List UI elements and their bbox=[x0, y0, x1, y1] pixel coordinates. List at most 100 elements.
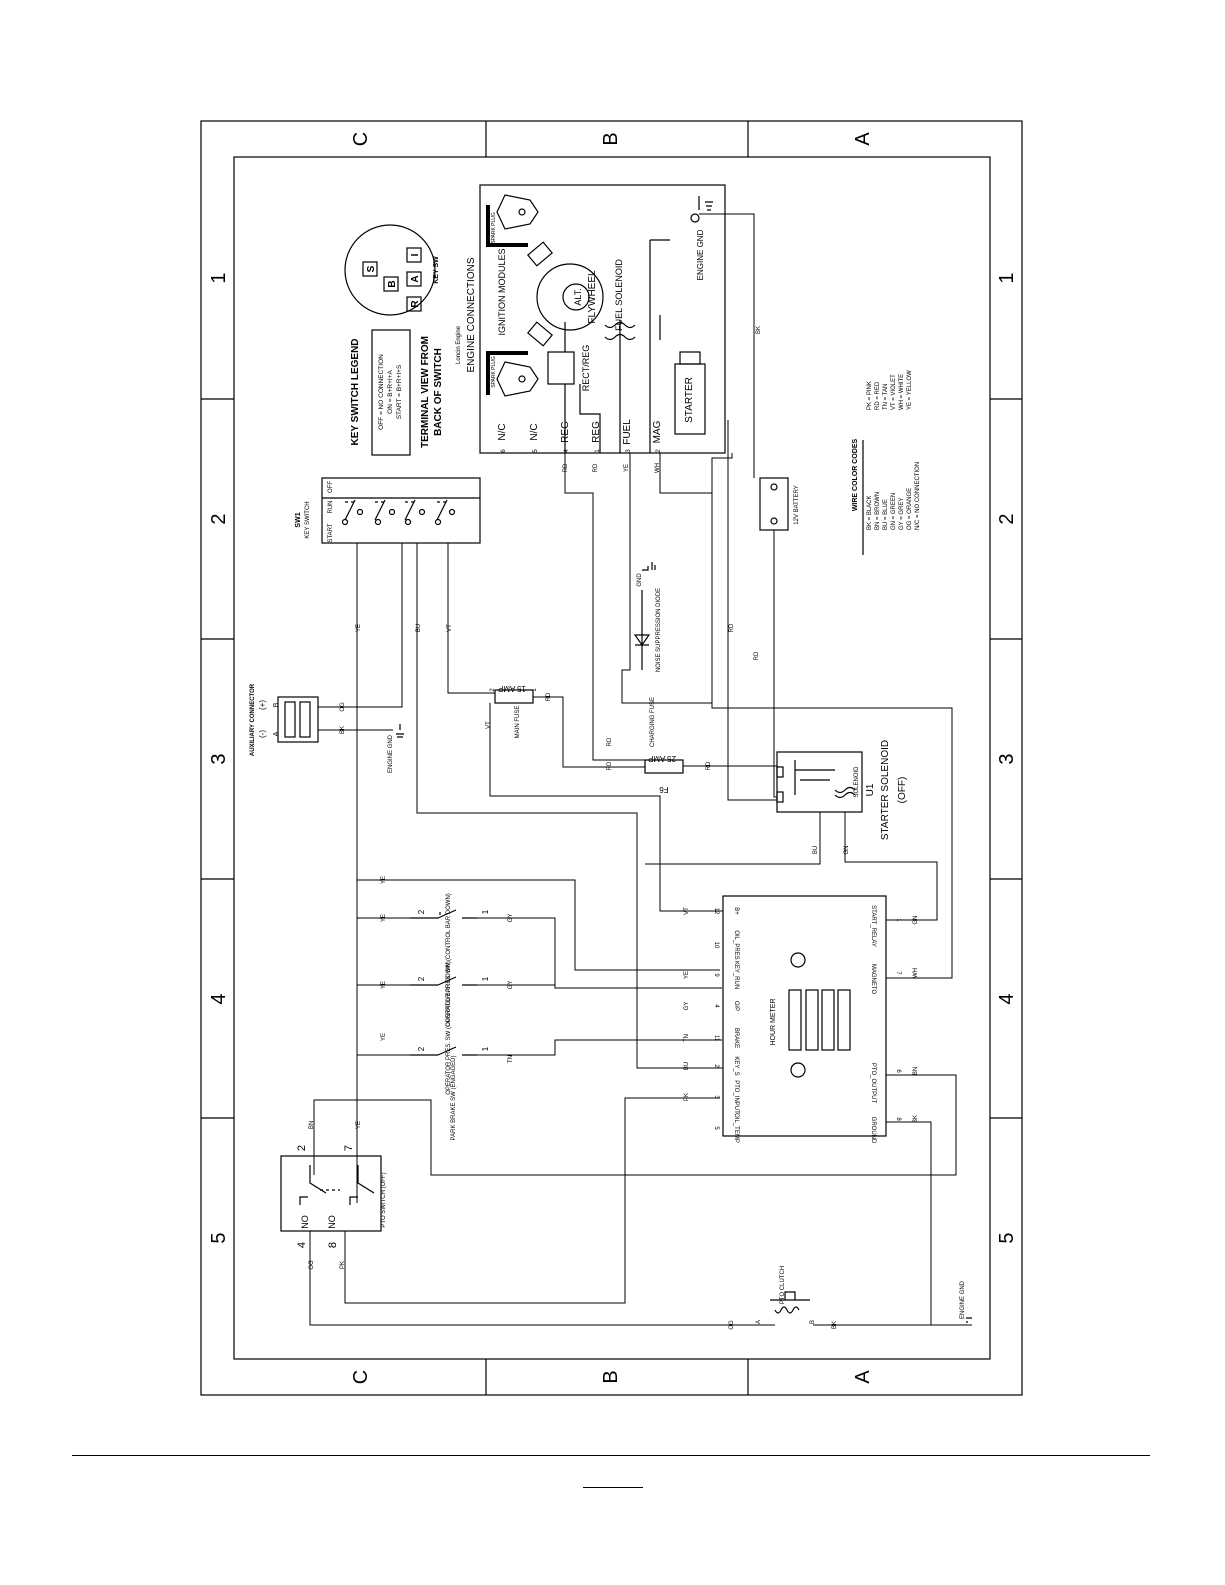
battery-label: 12V BATTERY bbox=[794, 485, 800, 524]
engine-terminal-num: 4 bbox=[564, 449, 570, 453]
engine-maker: Loncin Engine bbox=[456, 325, 462, 364]
solenoid-state: (OFF) bbox=[897, 777, 908, 804]
park-label: PARK BRAKE SW (ENGAGED) bbox=[451, 1056, 457, 1141]
wire-label: RD bbox=[754, 651, 760, 660]
hm-pin-num: 8 bbox=[895, 1117, 901, 1121]
outer-frame bbox=[200, 120, 1023, 1396]
terminal-number: 1 bbox=[481, 909, 490, 914]
wire-color-codes: WIRE COLOR CODES BK = BLACK BN = BROWN B… bbox=[852, 370, 921, 555]
wire-label: YE bbox=[381, 876, 387, 884]
hm-pin-num: 5 bbox=[713, 1126, 719, 1130]
hm-pin-num: 2 bbox=[713, 1064, 719, 1068]
wire-label: YE bbox=[381, 1033, 387, 1041]
alt-label: ALT. bbox=[573, 288, 583, 305]
wire-code: BN = BROWN bbox=[875, 492, 881, 530]
key-pin-label: R bbox=[410, 300, 421, 308]
gnd-label: GND bbox=[637, 573, 643, 587]
op2-label: OPERATOR PRES. SW (CONTROL BAR DOWN) bbox=[446, 961, 452, 1095]
charging-fuse-amp: 25 AMP bbox=[648, 754, 676, 763]
terminal-number: 2 bbox=[490, 688, 496, 692]
engine-terminal: FUEL bbox=[622, 419, 633, 445]
terminal-view-caption: TERMINAL VIEW FROM bbox=[420, 336, 431, 448]
zone-row-right: 4 bbox=[996, 993, 1018, 1004]
park-brake-switch: PARK BRAKE SW (ENGAGED) bbox=[410, 1046, 477, 1141]
zone-row-right: 5 bbox=[996, 1232, 1018, 1243]
wire-code: WH = WHITE bbox=[899, 374, 905, 410]
hm-pin-num: 10 bbox=[713, 942, 719, 949]
wire-label: YE bbox=[356, 1121, 362, 1129]
terminal-number: 8 bbox=[327, 1242, 339, 1248]
wire-label: RD bbox=[729, 623, 735, 632]
key-legend-line: OFF = NO CONNECTION bbox=[378, 354, 385, 430]
hm-pin-label: PTO_OUTPUT bbox=[870, 1063, 876, 1104]
main-fuse: 15 AMP MAIN FUSE bbox=[494, 684, 534, 738]
engine-terminal-num: 5 bbox=[533, 449, 539, 453]
wire-label: GY bbox=[684, 1002, 690, 1011]
pto-switch-label: PTO SWITCH (OFF) bbox=[381, 1172, 387, 1227]
wire-code: RD = RED bbox=[875, 381, 881, 410]
pto-clutch-gnd: ENGINE GND bbox=[960, 1280, 966, 1319]
wire-label: BU bbox=[416, 624, 422, 632]
key-pin-label: I bbox=[410, 253, 421, 256]
wire-label: VT bbox=[486, 721, 492, 729]
engine-gnd-label: ENGINE GND bbox=[696, 229, 705, 280]
wire-label: YE bbox=[381, 914, 387, 922]
starter-solenoid: SOLENOID U1 STARTER SOLENOID (OFF) bbox=[776, 740, 908, 840]
solenoid-name: STARTER SOLENOID bbox=[880, 740, 891, 840]
wire-label: BK bbox=[340, 726, 346, 734]
zone-row-right: 3 bbox=[996, 753, 1018, 764]
wire-label: PK bbox=[340, 1261, 346, 1269]
wire-label: BU bbox=[813, 846, 819, 854]
hm-pin-label: MAGNETO bbox=[870, 964, 876, 995]
wire-label: RD bbox=[706, 761, 712, 770]
key-switch-sw1: SW1 KEY SWITCH START RUN OFF bbox=[295, 477, 481, 544]
wire-label: WH bbox=[913, 968, 919, 978]
wire-label: BK bbox=[913, 1115, 919, 1123]
operator-switch-1: OPERATOR PRES. SW (CONTROL BAR DOWN) bbox=[410, 893, 477, 1027]
spark-plug-label: SPARK PLUG bbox=[491, 356, 497, 388]
hm-pin-num: 7 bbox=[895, 971, 901, 975]
engine-connections: ENGINE CONNECTIONS Loncin Engine SPARK P… bbox=[456, 184, 726, 454]
wire-label: TN bbox=[684, 1034, 690, 1042]
hm-pin-label: START_RELAY bbox=[870, 905, 876, 947]
aux-minus: (-) bbox=[258, 730, 267, 738]
hm-pin-num: 3 bbox=[713, 1095, 719, 1099]
inner-frame bbox=[233, 156, 991, 1360]
wire-label: BK bbox=[756, 326, 762, 334]
zone-row-left: 1 bbox=[208, 272, 230, 283]
starter-label: STARTER bbox=[684, 377, 695, 423]
wire-code: GN = GREEN bbox=[891, 493, 897, 530]
wire-code: BK = BLACK bbox=[867, 495, 873, 530]
ignition-label: IGNITION MODULES bbox=[497, 248, 507, 335]
wire-code: BU = BLUE bbox=[883, 499, 889, 530]
wire-label: YE bbox=[381, 981, 387, 989]
zone-col-bottom: A bbox=[852, 1370, 874, 1384]
fuel-solenoid-label: FUEL SOLENOID bbox=[614, 259, 624, 331]
operator-switch-2: OPERATOR PRES. SW (CONTROL BAR DOWN) bbox=[410, 961, 477, 1095]
wire-code: VT = VIOLET bbox=[891, 374, 897, 410]
key-pin-label: S bbox=[366, 265, 377, 272]
terminal-number: 1 bbox=[481, 976, 490, 981]
main-fuse-amp: 15 AMP bbox=[498, 684, 526, 693]
hm-pin-label: BRAKE bbox=[733, 1028, 739, 1048]
zone-row-left: 4 bbox=[208, 993, 230, 1004]
hm-pin-label: OIL_PRES bbox=[733, 930, 739, 959]
wire-code: PK = PINK bbox=[867, 381, 873, 410]
hm-pin-label: KEY_RUN bbox=[733, 961, 739, 989]
pto-clutch-pin: B bbox=[810, 1320, 816, 1324]
wire-label: GN bbox=[913, 916, 919, 925]
hour-meter-label: HOUR METER bbox=[770, 998, 777, 1045]
aux-connector: AUXILIARY CONNECTOR (-) (+) A B ENGINE G… bbox=[250, 683, 404, 773]
wire-code: OG = ORANGE bbox=[907, 488, 913, 530]
hm-pin-label: PTO_INPUT bbox=[733, 1080, 739, 1114]
sw1-ref: SW1 bbox=[295, 512, 302, 527]
page-bottom-rule bbox=[72, 1455, 1150, 1456]
wire-code: TN = TAN bbox=[883, 384, 889, 410]
wire-label: BU bbox=[684, 1062, 690, 1070]
wire-label: YE bbox=[624, 464, 630, 472]
terminal-number: 4 bbox=[296, 1242, 308, 1248]
engine-title: ENGINE CONNECTIONS bbox=[466, 257, 477, 372]
wire-label: RD bbox=[593, 463, 599, 472]
hm-pin-label: OIL_TEMP bbox=[733, 1113, 739, 1143]
zone-col-bottom: C bbox=[350, 1370, 372, 1384]
